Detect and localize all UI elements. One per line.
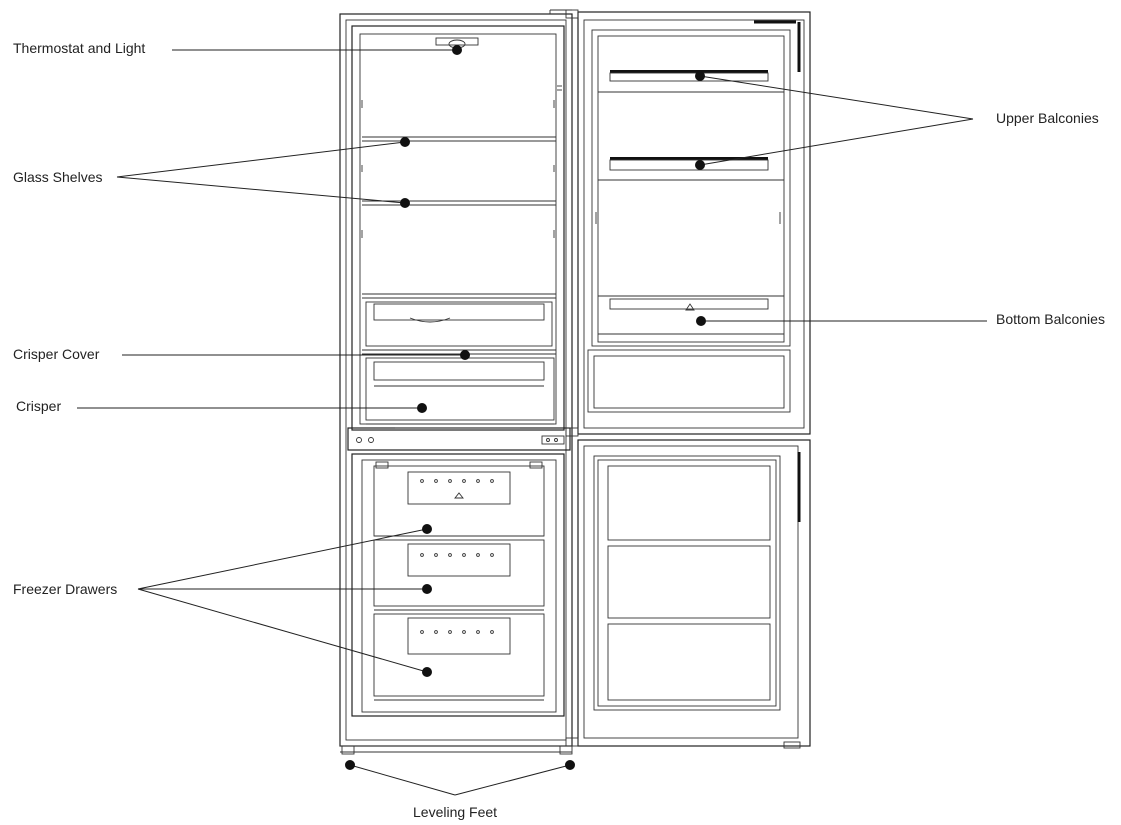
bottom-balcony-shape: [598, 295, 784, 335]
label-glass-shelves: Glass Shelves: [13, 169, 102, 185]
freezer-door: [565, 439, 811, 749]
cabinet: [339, 9, 573, 747]
fridge-compartment: [351, 25, 565, 431]
leader-leveling-feet: [345, 760, 575, 796]
leader-crisper-cover: [122, 350, 470, 360]
label-bottom-balconies: Bottom Balconies: [996, 311, 1105, 327]
freezer-drawer-1-shape: [373, 465, 545, 537]
freezer-drawer-3-shape: [373, 613, 545, 701]
upper-balcony-1-shape: [598, 70, 784, 93]
leader-bottom-balconies: [696, 316, 987, 326]
label-crisper-cover: Crisper Cover: [13, 346, 100, 362]
crisper-drawer-shape: [365, 357, 555, 425]
glass-shelf-2: [362, 200, 556, 206]
label-thermostat-and-light: Thermostat and Light: [13, 40, 145, 56]
upper-balcony-2-shape: [598, 157, 784, 181]
label-leveling-feet: Leveling Feet: [413, 804, 497, 820]
leader-thermostat-and-light: [172, 45, 462, 55]
label-freezer-drawers: Freezer Drawers: [13, 581, 117, 597]
leader-upper-balconies: [695, 71, 974, 170]
label-crisper: Crisper: [16, 398, 61, 414]
leader-freezer-drawers: [137, 524, 432, 677]
leader-glass-shelves: [116, 137, 410, 208]
crisper-cover-shape: [362, 293, 556, 355]
divider-panel: [347, 427, 571, 451]
cabinet-base: [340, 745, 573, 755]
label-upper-balconies: Upper Balconies: [996, 110, 1099, 126]
freezer-compartment: [351, 453, 565, 717]
fridge-door: [565, 9, 811, 437]
freezer-drawer-2-shape: [373, 539, 545, 611]
leader-crisper: [77, 403, 427, 413]
glass-shelf-1: [362, 136, 556, 142]
door-bin-lower: [587, 349, 791, 413]
